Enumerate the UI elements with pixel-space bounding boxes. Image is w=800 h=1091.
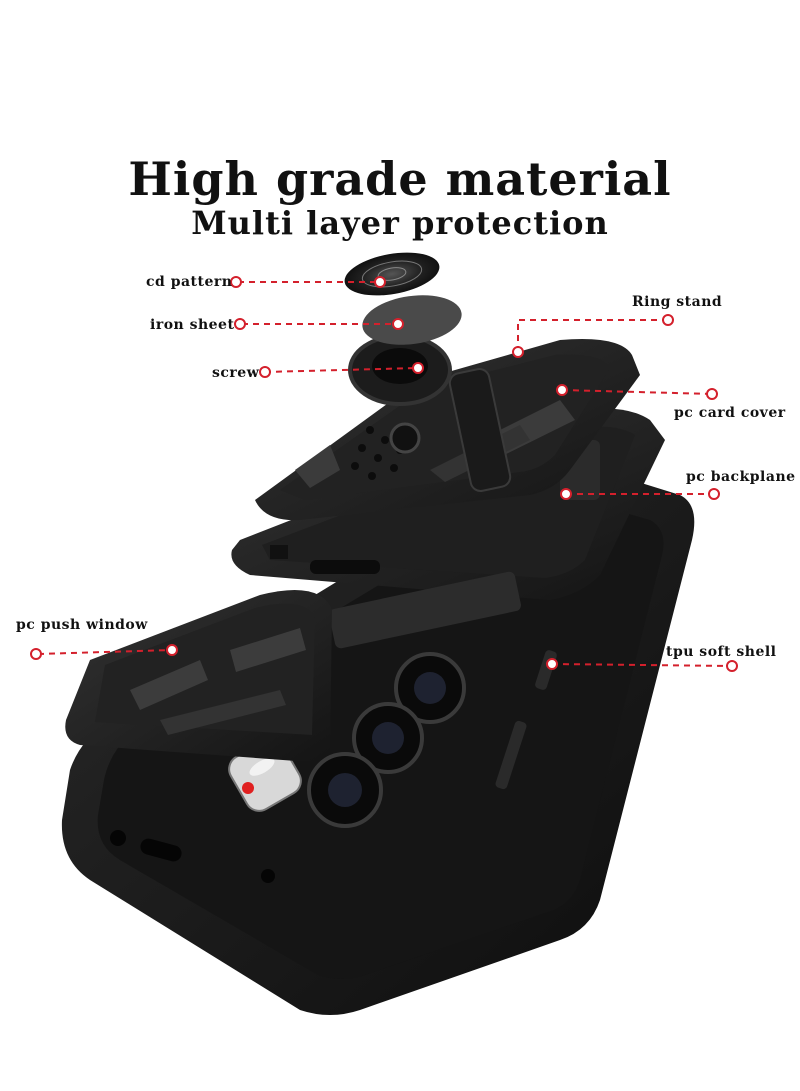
callout-pc-push-window: pc push window bbox=[16, 617, 148, 633]
leader-tpu-soft-shell bbox=[551, 663, 733, 667]
cd-pattern-disc-part bbox=[344, 252, 440, 296]
leader-endpoints bbox=[30, 276, 738, 672]
camera-lens-group bbox=[307, 652, 466, 828]
pc-push-window-part bbox=[65, 590, 332, 762]
callout-pc-backplane: pc backplane bbox=[686, 469, 796, 485]
leader-screw bbox=[264, 367, 419, 373]
callout-ring-stand: Ring stand bbox=[632, 294, 723, 310]
callout-iron-sheet: iron sheet bbox=[150, 317, 235, 333]
page-title: High grade material bbox=[128, 152, 672, 206]
leader-lines bbox=[37, 281, 733, 667]
callout-screw: screw bbox=[212, 365, 260, 381]
callout-cd-pattern: cd pattern bbox=[146, 274, 233, 290]
ring-stand-part bbox=[348, 334, 512, 492]
callout-tpu-soft-shell: tpu soft shell bbox=[666, 644, 777, 660]
callout-pc-card-cover: pc card cover bbox=[674, 405, 786, 421]
tpu-soft-shell-part bbox=[61, 462, 695, 1015]
pc-card-cover-part bbox=[255, 339, 640, 521]
page-subtitle: Multi layer protection bbox=[191, 204, 609, 242]
iron-sheet-part bbox=[362, 295, 462, 345]
leader-pc-card-cover bbox=[561, 389, 713, 395]
leader-pc-push-window bbox=[37, 649, 173, 655]
leader-ring-stand bbox=[517, 319, 668, 352]
